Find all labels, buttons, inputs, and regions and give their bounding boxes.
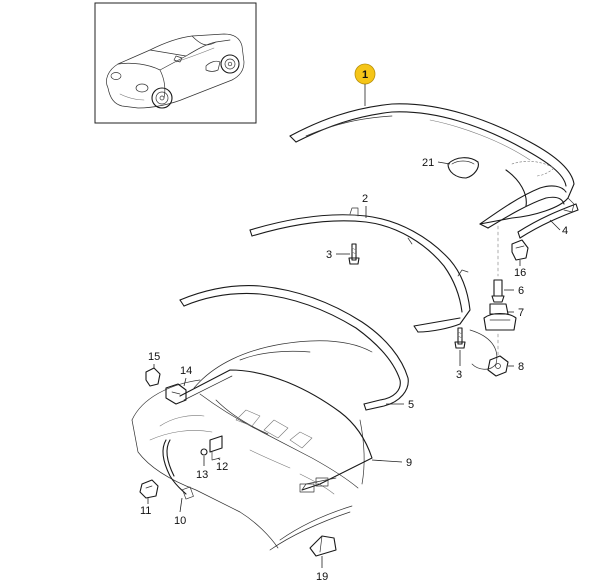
seal-bow[interactable] <box>179 285 409 411</box>
callout-16-label: 16 <box>514 267 526 279</box>
callout-21[interactable]: 21 <box>422 157 451 169</box>
callout-11[interactable]: 11 <box>140 498 151 517</box>
top-frame-panel[interactable] <box>289 103 575 229</box>
callout-8[interactable]: 8 <box>508 361 524 373</box>
callout-2-label: 2 <box>362 193 368 205</box>
rear-body-shell <box>131 329 498 551</box>
callout-3-upper-label: 3 <box>326 249 332 261</box>
callout-4[interactable]: 4 <box>549 219 568 237</box>
callout-6[interactable]: 6 <box>504 285 524 297</box>
callout-5[interactable]: 5 <box>386 399 414 411</box>
wedge-block-19[interactable] <box>309 535 337 557</box>
connector-11[interactable] <box>139 479 159 499</box>
callout-13-label: 13 <box>196 469 208 481</box>
clip-15[interactable] <box>145 367 161 387</box>
callout-8-label: 8 <box>518 361 524 373</box>
callout-7[interactable]: 7 <box>508 307 524 319</box>
callout-9-label: 9 <box>406 457 412 469</box>
curved-bow[interactable] <box>249 207 471 333</box>
pin-6[interactable] <box>491 279 505 303</box>
callout-14-label: 14 <box>180 365 192 377</box>
callout-12[interactable]: 12 <box>216 457 228 473</box>
callout-19-label: 19 <box>316 571 328 583</box>
screw-13[interactable] <box>200 448 208 456</box>
callout-13[interactable]: 13 <box>196 456 208 481</box>
callout-12-label: 12 <box>216 461 228 473</box>
callout-11-label: 11 <box>140 505 151 517</box>
callout-14[interactable]: 14 <box>180 365 192 387</box>
vehicle-thumbnail <box>94 2 257 124</box>
cable-10[interactable] <box>162 439 194 500</box>
callout-7-label: 7 <box>518 307 524 319</box>
callout-21-label: 21 <box>422 157 434 169</box>
tension-rod[interactable] <box>179 369 373 493</box>
callout-1-label: 1 <box>362 69 368 81</box>
bolt-3-upper[interactable] <box>348 243 360 265</box>
callout-3-lower[interactable]: 3 <box>456 350 462 381</box>
callout-3-lower-label: 3 <box>456 369 462 381</box>
callout-2[interactable]: 2 <box>362 193 368 218</box>
callout-6-label: 6 <box>518 285 524 297</box>
clip-16[interactable] <box>511 239 529 261</box>
bracket-14[interactable] <box>165 383 187 405</box>
callout-4-label: 4 <box>562 225 568 237</box>
callout-1[interactable]: 1 <box>354 63 376 106</box>
nut-8[interactable] <box>487 355 509 377</box>
callout-15[interactable]: 15 <box>148 351 160 368</box>
callout-19[interactable]: 19 <box>316 556 328 583</box>
callout-5-label: 5 <box>408 399 414 411</box>
callout-15-label: 15 <box>148 351 160 363</box>
bolt-3-lower[interactable] <box>454 327 466 349</box>
callout-10-label: 10 <box>174 515 186 527</box>
callout-16[interactable]: 16 <box>514 260 526 279</box>
callout-3-upper[interactable]: 3 <box>326 249 350 261</box>
callout-10[interactable]: 10 <box>174 497 186 527</box>
bracket-12[interactable] <box>209 435 223 461</box>
side-rail-strip[interactable] <box>517 203 579 239</box>
bushing-7[interactable] <box>483 303 517 331</box>
callout-9[interactable]: 9 <box>371 457 412 469</box>
pad-insert[interactable] <box>447 157 479 179</box>
